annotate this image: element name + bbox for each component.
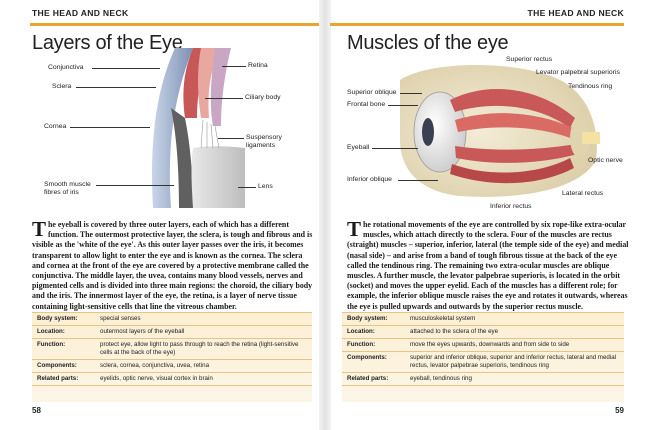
fact-box: Body system: musculoskeletal system Loca… <box>342 312 624 402</box>
label-lens: Lens <box>258 183 273 190</box>
fact-key: Related parts: <box>347 375 389 382</box>
leader-line <box>76 87 156 88</box>
eye-muscles-illustration <box>400 65 600 197</box>
leader-line <box>400 93 422 94</box>
fact-row: Location: outermost layers of the eyebal… <box>32 326 312 339</box>
body-text: he rotational movements of the eye are c… <box>347 220 629 311</box>
label-superior-rectus: Superior rectus <box>506 56 553 63</box>
leader-line <box>398 180 438 181</box>
fact-value: eyeball, tendinous ring <box>410 375 472 382</box>
running-head: THE HEAD AND NECK <box>330 0 650 26</box>
running-head: THE HEAD AND NECK <box>0 0 320 26</box>
fact-key: Function: <box>37 341 66 348</box>
fact-value: sclera, cornea, conjunctiva, uvea, retin… <box>100 362 210 369</box>
fact-row: Function: protect eye, allow light to pa… <box>32 339 312 360</box>
label-levator: Levator palpebral superioris <box>536 69 620 76</box>
leader-line <box>238 187 256 188</box>
fact-value: special senses <box>100 315 141 322</box>
label-optic-nerve: Optic nerve <box>588 157 623 164</box>
page-number: 58 <box>32 406 41 415</box>
running-head-text: THE HEAD AND NECK <box>32 8 129 18</box>
label-inferior-rectus: Inferior rectus <box>490 203 532 210</box>
fact-box: Body system: special senses Location: ou… <box>32 312 312 402</box>
label-suspensory-ligaments: Suspensory ligaments <box>246 134 282 150</box>
label-smooth-muscle: Smooth muscle fibres of iris <box>44 181 91 197</box>
fact-value: superior and inferior oblique, superior … <box>410 354 617 369</box>
eye-layers-illustration <box>151 48 245 208</box>
label-tendinous-ring: Tendinous ring <box>568 83 613 90</box>
fact-key: Location: <box>37 328 65 335</box>
label-line: fibres of iris <box>44 189 79 196</box>
leader-line <box>96 185 174 186</box>
fact-key: Function: <box>347 341 376 348</box>
body-text: he eyeball is covered by three outer lay… <box>32 220 313 311</box>
page-title: Muscles of the eye <box>347 32 509 54</box>
label-ciliary-body: Ciliary body <box>245 94 281 101</box>
fact-key: Related parts: <box>37 375 79 382</box>
label-line: ligaments <box>246 142 276 149</box>
fact-value: eyelids, optic nerve, visual cortex in b… <box>100 375 213 382</box>
drop-cap: T <box>32 217 47 241</box>
running-head-text: THE HEAD AND NECK <box>527 8 624 18</box>
right-page: THE HEAD AND NECK Muscles of the eye Sup <box>330 0 650 430</box>
fact-key: Body system: <box>347 315 388 322</box>
label-superior-oblique: Superior oblique <box>347 89 397 96</box>
fact-value: outermost layers of the eyeball <box>100 328 185 335</box>
leader-line <box>70 127 150 128</box>
fact-row: Location: attached to the sclera of the … <box>342 326 624 339</box>
label-cornea: Cornea <box>44 123 67 130</box>
fact-row: Components: superior and inferior obliqu… <box>342 352 624 373</box>
fact-row: Body system: musculoskeletal system <box>342 312 624 326</box>
fact-row: Related parts: eyelids, optic nerve, vis… <box>32 373 312 386</box>
fact-value: attached to the sclera of the eye <box>410 328 499 335</box>
label-eyeball: Eyeball <box>347 144 370 151</box>
label-conjunctiva: Conjunctiva <box>48 64 84 71</box>
book-gutter <box>319 0 331 430</box>
page-number: 59 <box>615 406 624 415</box>
leader-line <box>92 68 160 69</box>
leader-line <box>372 148 418 149</box>
leader-line <box>205 98 243 99</box>
label-inferior-oblique: Inferior oblique <box>347 176 392 183</box>
fact-value: move the eyes upwards, downwards and fro… <box>410 341 570 348</box>
fact-key: Location: <box>347 328 375 335</box>
fact-row: Body system: special senses <box>32 312 312 326</box>
label-lateral-rectus: Lateral rectus <box>562 190 604 197</box>
page-title: Layers of the Eye <box>32 32 183 54</box>
label-line: Suspensory <box>246 134 282 141</box>
fact-key: Body system: <box>37 315 78 322</box>
fact-key: Components: <box>37 362 77 369</box>
label-sclera: Sclera <box>52 83 72 90</box>
left-page: THE HEAD AND NECK Layers of the Eye <box>0 0 320 430</box>
fact-value: musculoskeletal system <box>410 315 476 322</box>
fact-row: Related parts: eyeball, tendinous ring <box>342 373 624 386</box>
label-line: Smooth muscle <box>44 181 91 188</box>
label-frontal-bone: Frontal bone <box>347 101 386 108</box>
fact-key: Components: <box>347 354 387 361</box>
label-retina: Retina <box>248 62 268 69</box>
fact-row: Components: sclera, cornea, conjunctiva,… <box>32 360 312 373</box>
leader-line <box>222 66 246 67</box>
leader-line <box>218 138 244 139</box>
fact-row: Function: move the eyes upwards, downwar… <box>342 339 624 352</box>
leader-line <box>388 105 418 106</box>
drop-cap: T <box>347 217 362 241</box>
fact-value: protect eye, allow light to pass through… <box>100 341 299 356</box>
